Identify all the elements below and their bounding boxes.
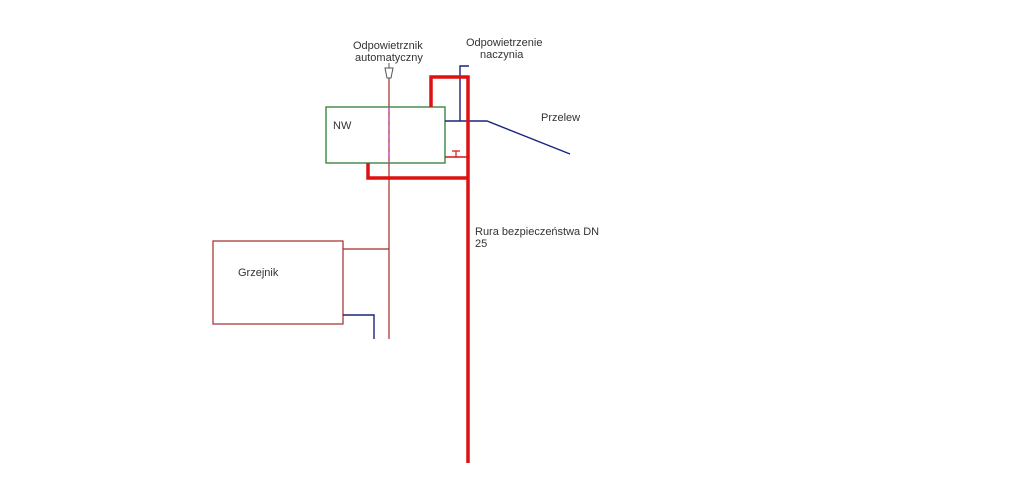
- radiator-label: Grzejnik: [238, 267, 279, 279]
- vessel-label: NW: [333, 120, 352, 132]
- radiator-box: [212, 240, 344, 325]
- overflow-label: Przelew: [541, 112, 580, 124]
- air-vent-label-line2: automatyczny: [355, 52, 423, 64]
- vessel-vent-pipe: [459, 65, 469, 121]
- expansion-vessel: [325, 106, 446, 164]
- vessel-vent-label-line1: Odpowietrzenie: [466, 37, 542, 49]
- radiator-return-pipe: [343, 314, 375, 339]
- safety-pipe-bottom-loop: [366, 163, 468, 180]
- vessel-vent-label-line2: naczynia: [480, 49, 524, 61]
- safety-pipe-label-line2: 25: [475, 238, 487, 250]
- air-vent-label-line1: Odpowietrznik: [353, 40, 423, 52]
- overflow-pipe: [445, 120, 571, 155]
- safety-pipe-label-line1: Rura bezpieczeństwa DN: [475, 226, 599, 238]
- air-vent-symbol: [384, 67, 394, 79]
- safety-pipe-top-loop: [429, 75, 470, 463]
